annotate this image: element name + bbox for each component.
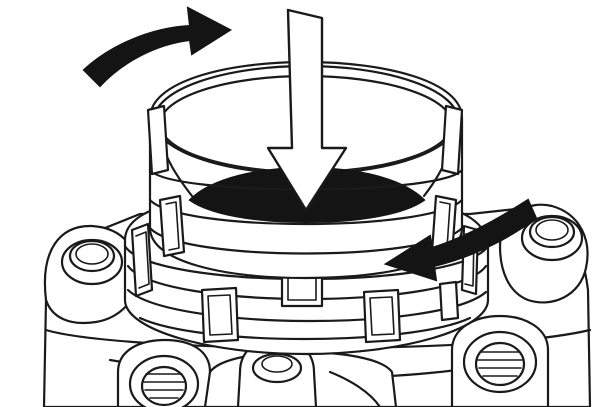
- rotate-counterclockwise-arrow-icon: [383, 198, 538, 282]
- rotate-clockwise-arrow-icon: [82, 6, 233, 88]
- center-boss: [203, 336, 398, 407]
- push-down-arrow-icon: [266, 8, 348, 212]
- lower-right-port: [450, 314, 550, 407]
- lower-left-port: [116, 338, 212, 407]
- right-boss: [520, 214, 584, 262]
- left-boss: [60, 238, 124, 286]
